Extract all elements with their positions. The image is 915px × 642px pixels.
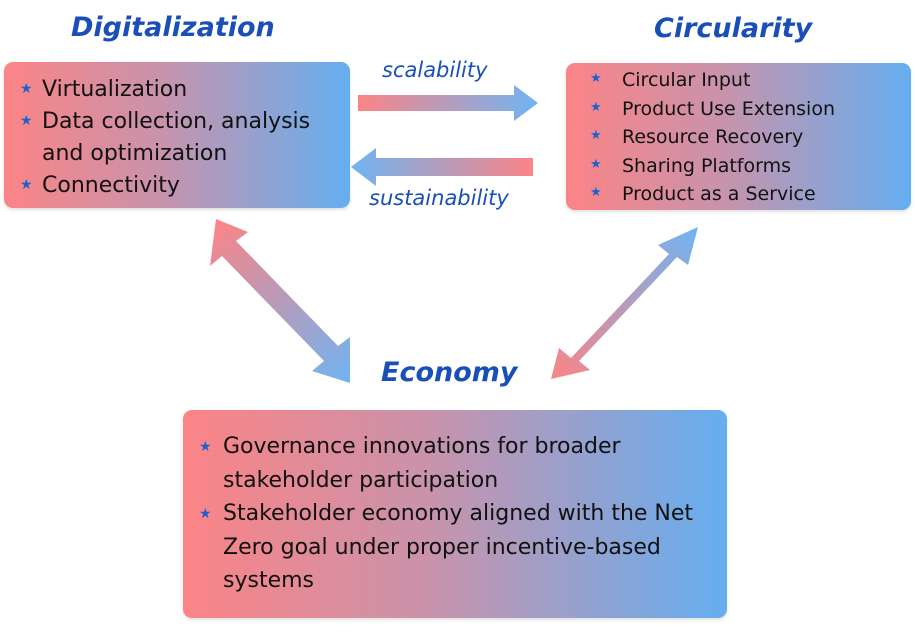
star-icon: ★: [20, 81, 33, 97]
arrow-economy-circularity: [551, 227, 698, 379]
scalability-label: scalability: [382, 58, 488, 82]
star-icon: ★: [199, 439, 212, 455]
star-icon: ★: [590, 128, 602, 143]
star-icon: ★: [590, 185, 602, 200]
economy-box: ★Governance innovations for broader stak…: [183, 410, 727, 618]
economy-list: ★Governance innovations for broader stak…: [193, 430, 719, 598]
digitalization-title: Digitalization: [71, 12, 275, 43]
list-item: ★Circular Input: [590, 66, 905, 95]
arrow-sustainability: [351, 148, 533, 186]
star-icon: ★: [20, 113, 33, 129]
list-item: ★Connectivity: [20, 170, 344, 202]
circularity-list: ★Circular Input ★Product Use Extension ★…: [590, 66, 905, 209]
list-item: ★Stakeholder economy aligned with the Ne…: [193, 497, 719, 598]
star-icon: ★: [199, 506, 212, 522]
list-item: ★Product as a Service: [590, 180, 905, 209]
star-icon: ★: [590, 156, 602, 172]
digitalization-box: ★Virtualization ★Data collection, analys…: [4, 62, 350, 208]
list-item: ★Governance innovations for broader stak…: [193, 430, 719, 497]
list-item: ★Product Use Extension: [590, 95, 905, 124]
star-icon: ★: [590, 71, 602, 86]
arrow-digitalization-economy: [210, 219, 350, 383]
list-item: ★Virtualization: [20, 74, 344, 106]
star-icon: ★: [590, 99, 602, 115]
circularity-box: ★Circular Input ★Product Use Extension ★…: [566, 63, 911, 210]
digitalization-list: ★Virtualization ★Data collection, analys…: [20, 74, 344, 202]
arrow-scalability: [358, 85, 538, 121]
list-item: ★Resource Recovery: [590, 123, 905, 152]
circularity-title: Circularity: [654, 13, 813, 44]
list-item: ★Sharing Platforms: [590, 152, 905, 181]
sustainability-label: sustainability: [369, 186, 509, 210]
star-icon: ★: [20, 177, 33, 193]
list-item: ★Data collection, analysis and optimizat…: [20, 106, 344, 170]
economy-title: Economy: [381, 357, 518, 388]
